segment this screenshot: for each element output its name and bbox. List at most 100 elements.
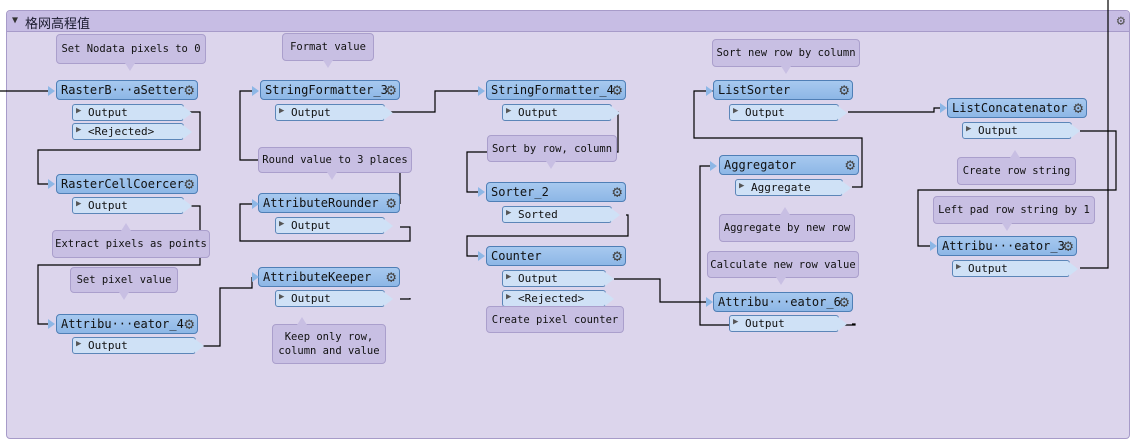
node-title: Attribu···eator_3 bbox=[942, 239, 1065, 253]
node-title: ListSorter bbox=[718, 83, 791, 97]
gear-icon[interactable]: ⚙ bbox=[612, 80, 622, 99]
node-stringformatter-4[interactable]: StringFormatter_4 ⚙ bbox=[486, 80, 626, 100]
output-port[interactable]: ▶ Output bbox=[275, 104, 393, 121]
annotation-note[interactable]: Round value to 3 places bbox=[258, 147, 412, 180]
input-port-arrow-icon[interactable] bbox=[48, 86, 55, 96]
aggregate-port[interactable]: ▶ Aggregate bbox=[735, 179, 851, 196]
node-title: RasterB···aSetter bbox=[61, 83, 184, 97]
annotation-note[interactable]: Sort new row by column bbox=[712, 39, 860, 74]
annotation-text: Create row string bbox=[962, 165, 1071, 177]
note-pointer bbox=[546, 161, 556, 169]
annotation-note[interactable]: Keep only row, column and value bbox=[272, 317, 386, 364]
node-attributecreator-3[interactable]: Attribu···eator_3 ⚙ bbox=[937, 236, 1077, 256]
gear-icon[interactable]: ⚙ bbox=[839, 292, 849, 311]
annotation-note[interactable]: Create row string bbox=[957, 150, 1076, 185]
port-tail bbox=[611, 208, 620, 222]
triangle-right-icon: ▶ bbox=[506, 208, 512, 218]
annotation-note[interactable]: Aggregate by new row bbox=[719, 207, 855, 242]
input-port-arrow-icon[interactable] bbox=[478, 251, 485, 261]
rejected-port[interactable]: ▶ <Rejected> bbox=[72, 123, 192, 140]
input-port-arrow-icon[interactable] bbox=[48, 179, 55, 189]
port-tail bbox=[195, 339, 204, 353]
gear-icon[interactable]: ⚙ bbox=[386, 80, 396, 99]
port-tail bbox=[1071, 124, 1080, 138]
input-port-arrow-icon[interactable] bbox=[48, 319, 55, 329]
output-port[interactable]: ▶ Output bbox=[962, 122, 1080, 139]
node-title: StringFormatter_4 bbox=[491, 83, 614, 97]
gear-icon[interactable]: ⚙ bbox=[386, 193, 396, 212]
bookmark-title: 格网高程值 bbox=[25, 17, 91, 32]
port-tail bbox=[605, 272, 614, 286]
annotation-note[interactable]: Sort by row, column bbox=[487, 135, 617, 169]
rejected-port[interactable]: ▶ <Rejected> bbox=[502, 290, 614, 307]
port-label: Output bbox=[745, 106, 785, 119]
port-tail bbox=[183, 125, 192, 139]
gear-icon[interactable]: ⚙ bbox=[612, 182, 622, 201]
note-pointer bbox=[1002, 223, 1012, 231]
input-port-arrow-icon[interactable] bbox=[706, 86, 713, 96]
node-listsorter[interactable]: ListSorter ⚙ bbox=[713, 80, 853, 100]
gear-icon[interactable]: ⚙ bbox=[1073, 98, 1083, 117]
port-label: <Rejected> bbox=[88, 125, 155, 138]
output-port[interactable]: ▶ Output bbox=[729, 104, 847, 121]
output-port[interactable]: ▶ Output bbox=[72, 104, 192, 121]
output-port[interactable]: ▶ Output bbox=[275, 290, 393, 307]
annotation-note[interactable]: Calculate new row value bbox=[707, 251, 859, 285]
gear-icon[interactable]: ⚙ bbox=[1116, 13, 1125, 29]
node-counter[interactable]: Counter ⚙ bbox=[486, 246, 626, 266]
port-label: Output bbox=[291, 106, 331, 119]
input-port-arrow-icon[interactable] bbox=[252, 272, 259, 282]
annotation-note[interactable]: Set pixel value bbox=[70, 267, 178, 300]
node-aggregator[interactable]: Aggregator ⚙ bbox=[719, 155, 859, 175]
triangle-right-icon: ▶ bbox=[76, 339, 82, 349]
input-port-arrow-icon[interactable] bbox=[478, 187, 485, 197]
gear-icon[interactable]: ⚙ bbox=[1063, 236, 1073, 255]
port-tail bbox=[183, 106, 192, 120]
output-port[interactable]: ▶ Output bbox=[502, 270, 614, 287]
port-tail bbox=[384, 292, 393, 306]
gear-icon[interactable]: ⚙ bbox=[845, 155, 855, 174]
annotation-note[interactable]: Left pad row string by 1 bbox=[933, 196, 1095, 231]
sorted-port[interactable]: ▶ Sorted bbox=[502, 206, 620, 223]
gear-icon[interactable]: ⚙ bbox=[612, 246, 622, 265]
node-attributecreator-6[interactable]: Attribu···eator_6 ⚙ bbox=[713, 292, 853, 312]
gear-icon[interactable]: ⚙ bbox=[184, 80, 194, 99]
node-rastercellcoercer[interactable]: RasterCellCoercer ⚙ bbox=[56, 174, 198, 194]
gear-icon[interactable]: ⚙ bbox=[184, 174, 194, 193]
node-attributekeeper[interactable]: AttributeKeeper ⚙ bbox=[258, 267, 400, 287]
node-listconcatenator[interactable]: ListConcatenator ⚙ bbox=[947, 98, 1087, 118]
annotation-note[interactable]: Create pixel counter bbox=[486, 306, 624, 333]
input-port-arrow-icon[interactable] bbox=[930, 241, 937, 251]
output-port[interactable]: ▶ Output bbox=[275, 217, 393, 234]
node-title: StringFormatter_3 bbox=[265, 83, 388, 97]
note-pointer bbox=[121, 223, 131, 231]
node-rasterbandsetter[interactable]: RasterB···aSetter ⚙ bbox=[56, 80, 198, 100]
collapse-triangle-icon[interactable]: ▼ bbox=[12, 15, 19, 26]
annotation-note[interactable]: Format value bbox=[282, 33, 374, 68]
triangle-right-icon: ▶ bbox=[279, 292, 285, 302]
node-attributecreator-4[interactable]: Attribu···eator_4 ⚙ bbox=[56, 314, 198, 334]
gear-icon[interactable]: ⚙ bbox=[839, 80, 849, 99]
input-port-arrow-icon[interactable] bbox=[940, 103, 947, 113]
node-sorter-2[interactable]: Sorter_2 ⚙ bbox=[486, 182, 626, 202]
input-port-arrow-icon[interactable] bbox=[706, 297, 713, 307]
gear-icon[interactable]: ⚙ bbox=[184, 314, 194, 333]
annotation-note[interactable]: Set Nodata pixels to 0 bbox=[56, 34, 206, 71]
input-port-arrow-icon[interactable] bbox=[478, 86, 485, 96]
output-port[interactable]: ▶ Output bbox=[72, 197, 192, 214]
node-attributerounder[interactable]: AttributeRounder ⚙ bbox=[258, 193, 400, 213]
port-tail bbox=[838, 106, 847, 120]
annotation-note[interactable]: Extract pixels as points bbox=[52, 223, 210, 258]
bookmark-header[interactable]: ▼ 格网高程值 ⚙ bbox=[7, 11, 1129, 32]
output-port[interactable]: ▶ Output bbox=[72, 337, 204, 354]
output-port[interactable]: ▶ Output bbox=[502, 104, 620, 121]
input-port-arrow-icon[interactable] bbox=[252, 199, 259, 209]
gear-icon[interactable]: ⚙ bbox=[386, 267, 396, 286]
node-stringformatter-3[interactable]: StringFormatter_3 ⚙ bbox=[260, 80, 400, 100]
input-port-arrow-icon[interactable] bbox=[252, 86, 259, 96]
output-port[interactable]: ▶ Output bbox=[952, 260, 1078, 277]
input-port-arrow-icon[interactable] bbox=[710, 161, 717, 171]
output-port[interactable]: ▶ Output bbox=[729, 315, 847, 332]
node-title: AttributeRounder bbox=[263, 196, 379, 210]
